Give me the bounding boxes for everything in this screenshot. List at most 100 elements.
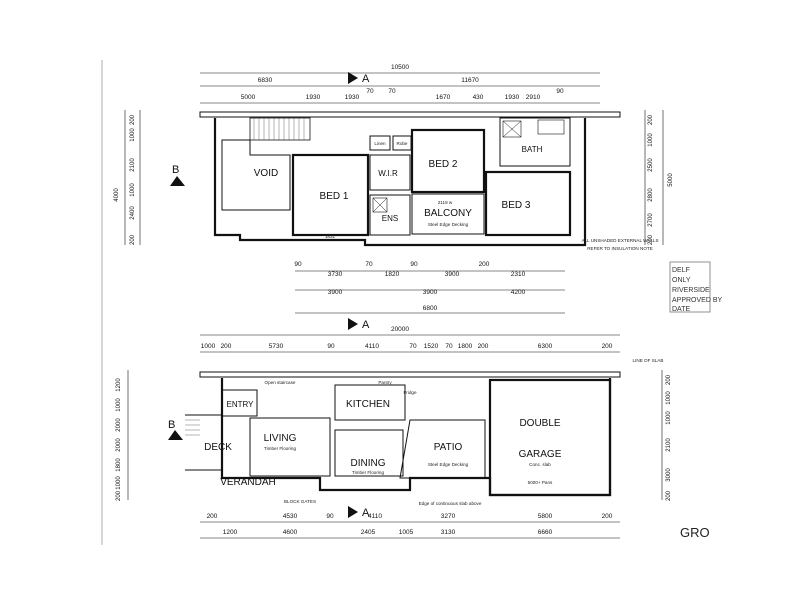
dim-ground-bottom-0: 200 [207, 513, 218, 520]
stamp-line-3: APPROVED BY [672, 297, 723, 304]
dim-ground-bottom-4: 3270 [441, 513, 456, 520]
dim-upper-right-3: 2800 [648, 188, 654, 202]
deck-outline [185, 414, 223, 471]
dim-upper-right-1: 1000 [648, 133, 654, 147]
balcony-walls [411, 193, 485, 235]
dim-ground-top-9: 200 [478, 343, 489, 350]
room-wir: W.I.R [378, 169, 398, 178]
dim-ground-left-2: 2000 [116, 418, 122, 432]
ground-roof-edge [199, 371, 621, 378]
dim-ground-top-8: 1800 [458, 343, 473, 350]
dim-upper-sub-2: 1930 [345, 94, 360, 101]
dim-upper-right-0: 200 [648, 114, 654, 125]
room-entry: ENTRY [227, 400, 255, 409]
section-a-marker-mid [348, 318, 358, 330]
living-floor-note: Timber Flooring [264, 446, 296, 451]
dim-upper-sub-8: 2910 [526, 94, 541, 101]
dim-upper-bottom-total: 6800 [423, 305, 438, 312]
room-dining: DINING [351, 458, 386, 469]
dim-ground-top-7: 70 [445, 343, 453, 350]
dim-upper-left-1: 1000 [130, 128, 136, 142]
bed2-walls [410, 128, 486, 194]
dim-ground-right-0: 200 [666, 374, 672, 385]
insulation-note: ALL UNSHADED EXTERNAL WALLS [581, 238, 658, 243]
section-b-label-ground: B [168, 419, 175, 431]
section-a-marker-bottom [348, 506, 358, 518]
dim-ground-left-0: 1200 [116, 378, 122, 392]
fridge-note: Fridge [403, 390, 416, 395]
dim-upper-overall: 10500 [391, 64, 409, 71]
dim-ground-left-6: 200 [116, 490, 122, 501]
dim-ground-top-6: 1520 [424, 343, 439, 350]
room-bath: BATH [522, 145, 543, 154]
balcony-floor-note: Steel Edge Decking [428, 222, 469, 227]
block-gates-note: BLOCK GATES [284, 499, 316, 504]
dim-upper-left-2: 2100 [130, 158, 136, 172]
kitchen-walls [334, 384, 406, 421]
dining-walls [334, 429, 404, 477]
dim-ground-left-4: 1800 [116, 458, 122, 472]
dim-ground-bottom2-4: 3130 [441, 529, 456, 536]
dim-ground-top-11: 200 [602, 343, 613, 350]
room-bed1: BED 1 [320, 191, 349, 202]
room-deck: DECK [204, 442, 232, 453]
dim-ground-bottom2-2: 2405 [361, 529, 376, 536]
stamp-line-4: DATE [672, 306, 690, 313]
dim-upper-bottom-6: 200 [479, 261, 490, 268]
entry-walls [221, 389, 258, 417]
room-patio: PATIO [434, 442, 463, 453]
dim-upper-bottom-3: 1820 [385, 271, 400, 278]
bath-tub [537, 119, 565, 135]
dim-upper-bottom2-0: 3900 [328, 289, 343, 296]
shower-fixture [372, 197, 388, 213]
insulation-note-2: REFER TO INSULATION NOTE [587, 246, 653, 251]
deck-steps [185, 419, 200, 436]
dim-upper-sub-1: 1930 [306, 94, 321, 101]
room-balcony: BALCONY [424, 208, 472, 219]
cropped-title: GRO [680, 525, 710, 540]
void-outline [221, 139, 291, 211]
upper-stair [249, 117, 311, 141]
garage-note: 5000+ Pans [528, 480, 553, 485]
dim-upper-sub-4: 70 [388, 88, 396, 95]
dim-upper-bottom-1: 3730 [328, 271, 343, 278]
dim-upper-top-0: 6830 [258, 77, 273, 84]
dim-ground-top-2: 5730 [269, 343, 284, 350]
bath-shower [502, 120, 522, 138]
dim-ground-top-4: 4110 [365, 343, 379, 350]
dim-ground-right-1: 1000 [666, 391, 672, 405]
dim-upper-left-3: 1000 [130, 183, 136, 197]
dim-ground-left-1: 1000 [116, 398, 122, 412]
dim-upper-bottom-5: 3900 [445, 271, 460, 278]
upper-floor-plan: 10500 6830 11670 5000 1930 1930 70 70 16… [114, 64, 723, 331]
section-b-marker-upper [170, 176, 185, 186]
section-b-label-upper: B [172, 164, 179, 176]
dim-ground-bottom-5: 5800 [538, 513, 553, 520]
upper-outer-walls [213, 118, 587, 247]
ens-walls [369, 194, 411, 236]
dim-ground-bottom-2: 90 [326, 513, 334, 520]
entry-note: Open staircase [265, 380, 296, 385]
dim-upper-left-total: 4000 [114, 188, 120, 202]
room-garage: DOUBLE [519, 418, 560, 429]
bed1-dim-note: 1831 [325, 234, 336, 239]
dim-ground-right-2: 1000 [666, 411, 672, 425]
dim-ground-top-5: 70 [409, 343, 417, 350]
dim-ground-bottom2-0: 1200 [223, 529, 238, 536]
room-void: VOID [254, 168, 278, 179]
dim-ground-bottom2-3: 1005 [399, 529, 414, 536]
bath-walls [499, 117, 571, 167]
linen-cupboard [369, 135, 391, 151]
balcony-area-note: 2118 w [438, 200, 453, 205]
dim-upper-right-2: 2500 [648, 158, 654, 172]
dim-upper-sub-5: 1670 [436, 94, 451, 101]
dim-upper-sub-0: 5000 [241, 94, 256, 101]
dim-upper-right-5: 200 [648, 234, 654, 245]
bed1-walls [291, 153, 370, 237]
dim-ground-bottom2-5: 6660 [538, 529, 553, 536]
pantry-note: Pantry [378, 380, 392, 385]
dim-upper-bottom2-1: 3900 [423, 289, 438, 296]
dim-upper-sub-7: 1930 [505, 94, 520, 101]
room-kitchen: KITCHEN [346, 399, 390, 410]
